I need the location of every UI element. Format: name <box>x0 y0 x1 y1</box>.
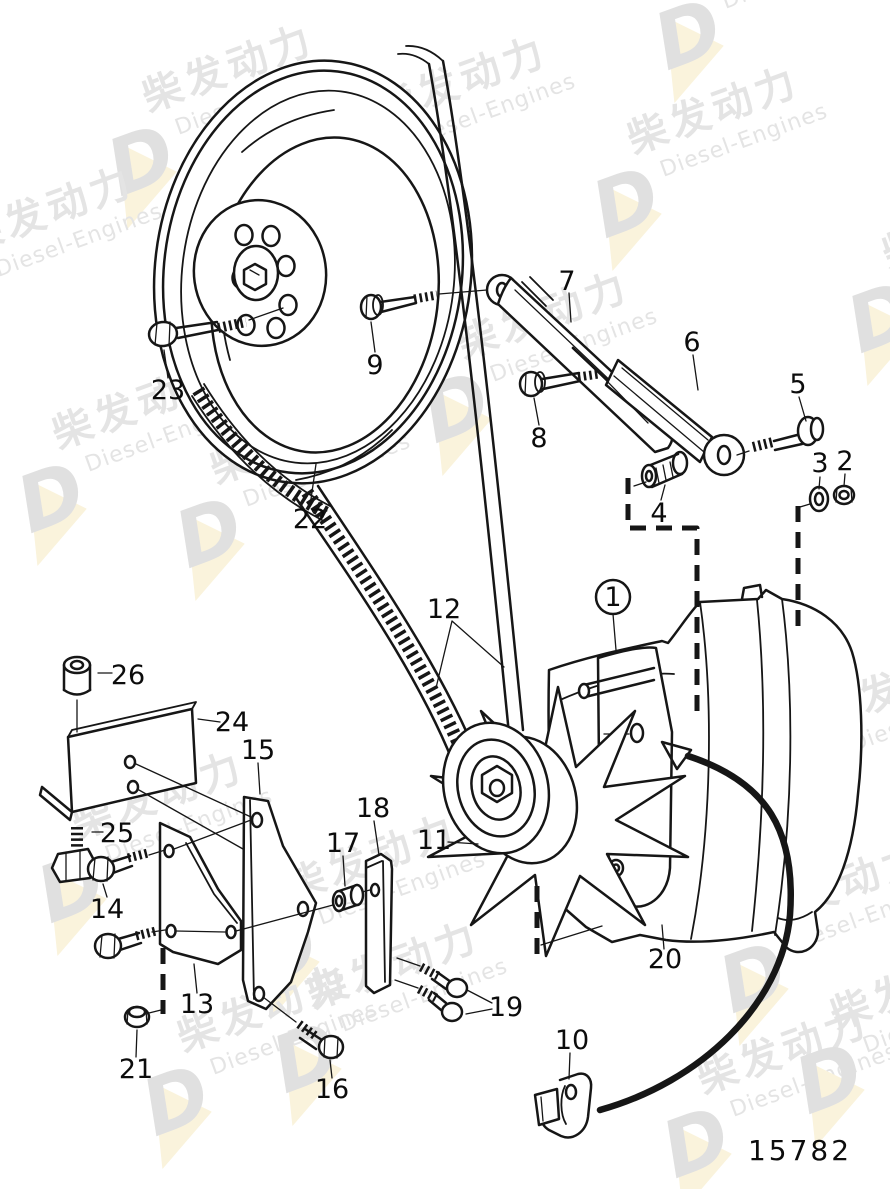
callout-10: 10 <box>555 1025 589 1056</box>
callout-1: 1 <box>604 582 621 613</box>
bolt-9 <box>359 290 438 321</box>
callout-11: 11 <box>417 825 451 856</box>
callout-17: 17 <box>326 828 360 859</box>
spacer-pin-4 <box>640 450 689 489</box>
callout-12: 12 <box>427 594 461 625</box>
nut-21 <box>123 1005 151 1029</box>
figure-number: 15782 <box>748 1134 852 1167</box>
callout-7: 7 <box>558 266 575 297</box>
callout-6: 6 <box>683 327 700 358</box>
callouts: 1 2 3 4 5 6 7 8 9 10 11 12 13 14 15 16 1… <box>90 266 854 1105</box>
callout-leader-lines <box>91 292 846 1080</box>
plate-24 <box>38 701 198 822</box>
callout-2: 2 <box>836 446 853 477</box>
bolts-19 <box>416 963 469 1023</box>
callout-13: 13 <box>180 989 214 1020</box>
bracket-15 <box>241 795 318 1011</box>
bolt-8 <box>518 369 600 398</box>
callout-23: 23 <box>151 375 185 406</box>
bolt-5 <box>751 415 825 452</box>
callout-20: 20 <box>648 944 682 975</box>
callout-25: 25 <box>100 818 134 849</box>
cap-26 <box>62 655 92 696</box>
callout-1-balloon <box>594 578 632 616</box>
callout-19: 19 <box>489 992 523 1023</box>
alignment-dashed-lines <box>160 478 801 1014</box>
callout-26: 26 <box>111 660 145 691</box>
pulley-11 <box>441 721 579 865</box>
bolt-16 <box>296 1020 345 1060</box>
bracket-13 <box>158 821 243 966</box>
adjusting-arm-6 <box>604 358 746 477</box>
bushing-17 <box>331 883 365 913</box>
callout-3: 3 <box>811 448 828 479</box>
washer-3 <box>808 485 830 513</box>
callout-21: 21 <box>119 1054 153 1085</box>
adjusting-arm-7 <box>485 273 674 454</box>
callout-24: 24 <box>215 707 249 738</box>
callout-15: 15 <box>241 735 275 766</box>
clamp-10 <box>533 1072 593 1139</box>
callout-14: 14 <box>90 894 124 925</box>
callout-8: 8 <box>530 423 547 454</box>
callout-4: 4 <box>650 498 667 529</box>
nut-2 <box>832 484 856 506</box>
strip-18 <box>364 852 394 995</box>
callout-9: 9 <box>366 350 383 381</box>
bolt-23 <box>147 317 248 348</box>
callout-22: 22 <box>293 504 327 535</box>
callout-5: 5 <box>789 369 806 400</box>
flywheel <box>152 45 474 485</box>
callout-16: 16 <box>315 1074 349 1105</box>
routing-arrow <box>596 740 794 1114</box>
callout-18: 18 <box>356 793 390 824</box>
